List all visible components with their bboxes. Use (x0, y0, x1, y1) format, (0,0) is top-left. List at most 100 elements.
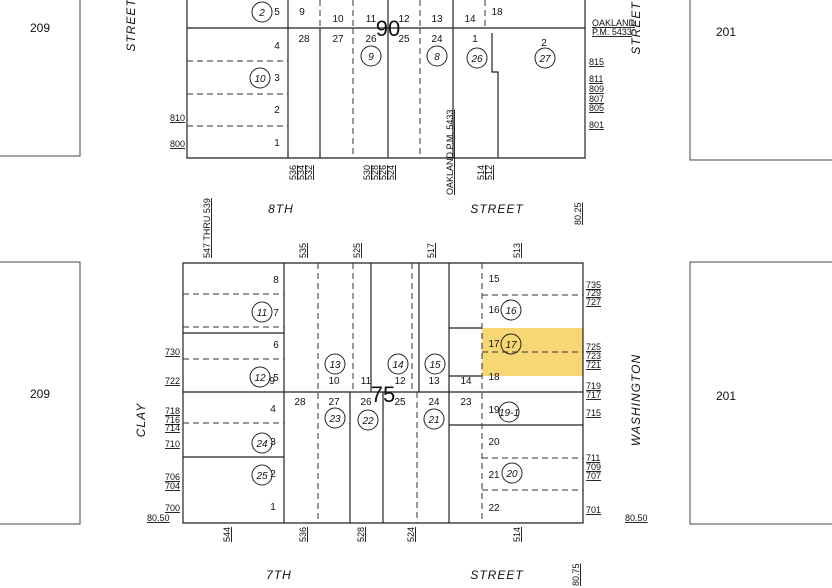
street-name: 7TH (266, 568, 292, 582)
parcel-number-circle (249, 67, 271, 89)
address-number: 704 (165, 481, 180, 491)
lot-number: 12 (398, 14, 410, 25)
lot-number: 19 (488, 405, 500, 416)
address-number: 725 (586, 342, 601, 352)
lot-number: 20 (488, 437, 500, 448)
lot-number: 27 (332, 34, 344, 45)
block-201-upper (689, 0, 832, 161)
lot-number: 7 (273, 308, 279, 319)
parcel-number-circle (324, 353, 346, 375)
adjacent-blocks (0, 0, 832, 525)
lot-number: 10 (328, 376, 340, 387)
parcel-number-circle (251, 301, 273, 323)
address-number: 722 (165, 376, 180, 386)
address-number: 700 (165, 503, 180, 513)
street-name: 8TH (268, 202, 294, 216)
upper-block-lines (186, 0, 586, 159)
lot-number: 27 (328, 397, 340, 408)
parcel-number-circle (251, 1, 273, 23)
street-name: STREET (470, 202, 524, 216)
parcel-number-circle (251, 432, 273, 454)
address-number: 717 (586, 390, 601, 400)
address-number: 809 (589, 84, 604, 94)
address-number: 706 (165, 472, 180, 482)
lot-number: 2 (274, 105, 280, 116)
lot-number: 16 (488, 305, 500, 316)
lot-number: 28 (294, 397, 306, 408)
address-number: 723 (586, 351, 601, 361)
elevation-label: 80.50 (625, 513, 648, 523)
lot-number: 8 (273, 275, 279, 286)
address-number: 514 (476, 165, 486, 180)
lot-number: 25 (394, 397, 406, 408)
address-number: 716 (165, 415, 180, 425)
parcel-number: 24 (255, 439, 268, 450)
address-number: 513 (512, 243, 522, 258)
address-number: 811 (589, 74, 603, 84)
lot-number: 1 (274, 138, 280, 149)
address-number: 805 (589, 103, 604, 113)
lot-number: 13 (428, 376, 440, 387)
parcel-number: 8 (434, 52, 440, 63)
lot-number: 23 (460, 397, 472, 408)
book-page-number: 90 (376, 16, 400, 41)
address-number: 730 (165, 347, 180, 357)
address-number: 810 (170, 113, 185, 123)
address-number: 801 (589, 120, 604, 130)
elevation-label: 80.25 (573, 202, 583, 225)
address-number: 721 (586, 360, 601, 370)
address-number: 534 (296, 165, 306, 180)
parcel-number: 9 (368, 52, 374, 63)
parcel-number-circle (500, 299, 522, 321)
parcel-number-circle (387, 353, 409, 375)
lot-number: 1 (270, 502, 276, 513)
lot-number: 14 (460, 376, 472, 387)
lot-number: 13 (431, 14, 443, 25)
adjacent-block-number: 201 (716, 25, 736, 39)
lot-number: 26 (365, 34, 377, 45)
address-number: 547 THRU 539 (202, 198, 212, 258)
lot-number: 22 (488, 503, 500, 514)
parcel-number-circle (249, 366, 271, 388)
elevation-label: 80.75 (571, 563, 581, 586)
address-number: 536 (298, 527, 308, 542)
parcel-number-circle (426, 45, 448, 67)
parcel-number: 14 (392, 360, 404, 371)
parcel-number-circle (360, 45, 382, 67)
lot-number: 15 (488, 274, 500, 285)
plat-reference: OAKLAND P.M. 5433 (445, 110, 455, 195)
address-number: 544 (222, 527, 232, 542)
parcel-number: 25 (255, 471, 268, 482)
parcel-number: 11 (257, 308, 267, 319)
lot-number: 10 (332, 14, 344, 25)
adjacent-block-number: 201 (716, 389, 736, 403)
lot-number: 25 (398, 34, 410, 45)
adjacent-block-number: 209 (30, 21, 50, 35)
address-number: 524 (386, 165, 396, 180)
address-number: 525 (352, 243, 362, 258)
address-number: 735 (586, 280, 601, 290)
lot-number: 24 (431, 34, 443, 45)
lot-number: 4 (270, 404, 276, 415)
parcel-number-circle (500, 333, 522, 355)
address-number: 807 (589, 94, 604, 104)
address-number: 815 (589, 57, 604, 67)
lot-number: 2 (270, 469, 276, 480)
address-number: 528 (356, 527, 366, 542)
lot-number: 3 (274, 73, 280, 84)
parcel-number-circle (424, 353, 446, 375)
block-209-upper (0, 0, 81, 157)
block-209-lower (0, 261, 81, 525)
parcel-number-circle (501, 462, 523, 484)
parcel-number-circle (357, 409, 379, 431)
lot-number: 18 (488, 372, 500, 383)
address-number: 536 (288, 165, 298, 180)
address-number: 517 (426, 243, 436, 258)
address-number: 709 (586, 462, 601, 472)
street-name: WASHINGTON (629, 354, 643, 446)
parcel-number: 22 (361, 416, 374, 427)
plat-reference: OAKLAND (592, 18, 636, 28)
parcel-number: 15 (429, 360, 441, 371)
address-number: 707 (586, 471, 601, 481)
parcel-number: 10 (254, 74, 266, 85)
